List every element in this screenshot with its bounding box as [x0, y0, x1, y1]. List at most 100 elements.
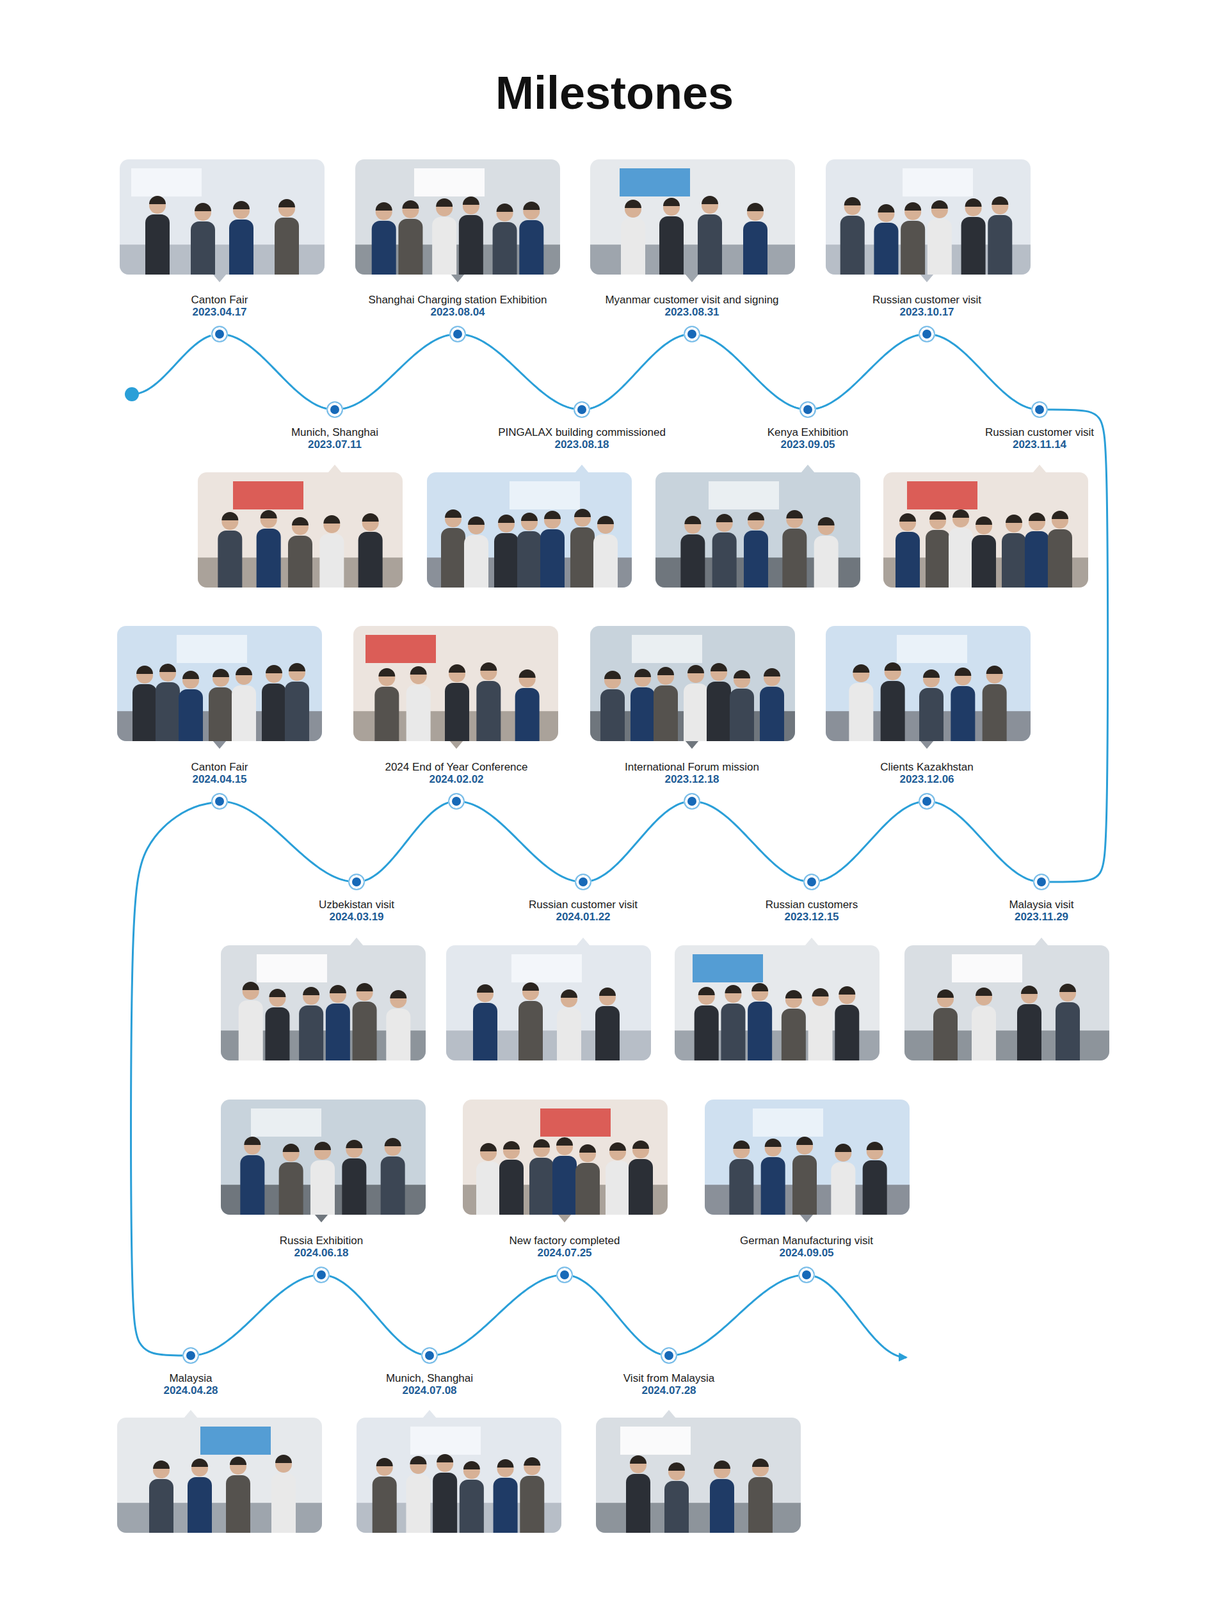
person-body — [352, 1001, 378, 1061]
person-hair — [467, 516, 485, 525]
photo-pointer — [684, 740, 699, 749]
person-body — [552, 1156, 577, 1215]
person-hair — [235, 666, 253, 676]
person-hair — [684, 515, 701, 525]
milestone-dot: Myanmar customer visit and signing2023.0… — [683, 325, 701, 343]
milestone-date: 2023.09.05 — [780, 438, 835, 452]
person-hair — [556, 1137, 573, 1146]
person-body — [895, 531, 920, 588]
photo-panel — [902, 168, 973, 197]
timeline-segment — [199, 1275, 314, 1355]
photo-panel — [250, 1108, 322, 1137]
photo-content — [356, 1417, 562, 1534]
milestone-label: International Forum mission — [624, 761, 760, 774]
person-body — [476, 1161, 501, 1215]
timeline-segment — [131, 802, 212, 1356]
person-hair — [975, 987, 993, 997]
person-body — [971, 535, 997, 588]
photo-pointer — [1034, 937, 1049, 947]
person-body — [190, 221, 216, 275]
person-hair — [952, 509, 970, 518]
milestone-date: 2024.06.18 — [293, 1246, 349, 1260]
person-body — [925, 530, 950, 588]
milestone-date: 2023.11.14 — [1012, 438, 1067, 452]
person-body — [380, 1156, 406, 1215]
milestone-date: 2023.12.06 — [899, 773, 954, 787]
photo — [462, 1099, 668, 1279]
photo-content — [446, 945, 651, 1061]
person-hair — [356, 983, 374, 992]
photo-panel — [951, 954, 1023, 983]
person-hair — [401, 200, 419, 209]
milestone-date: 2023.08.04 — [430, 305, 485, 319]
milestone-label: Myanmar customer visit and signing — [604, 293, 779, 307]
person-body — [840, 215, 865, 275]
photo-content — [220, 1099, 426, 1215]
photo-panel — [131, 168, 202, 197]
person-body — [880, 681, 906, 742]
milestone-label: Uzbekistan visit — [318, 898, 395, 912]
person-hair — [314, 1141, 331, 1151]
person-body — [720, 1003, 746, 1061]
person-hair — [329, 985, 347, 994]
person-hair — [136, 665, 153, 675]
person-hair — [260, 510, 278, 519]
photo — [220, 937, 426, 1125]
person-hair — [1051, 510, 1069, 520]
person-hair — [476, 984, 494, 993]
person-body — [630, 687, 655, 742]
person-hair — [389, 990, 407, 999]
timeline-segment — [700, 335, 800, 410]
person-body — [680, 534, 705, 588]
photo-content — [117, 626, 322, 742]
person-body — [694, 1005, 719, 1061]
milestone-date: 2024.07.08 — [401, 1384, 457, 1398]
person-hair — [152, 1460, 170, 1470]
person-body — [310, 1160, 335, 1215]
person-body — [517, 531, 542, 588]
timeline-segment — [590, 335, 684, 409]
milestone-dot: New factory completed2024.07.25 — [556, 1266, 573, 1284]
milestone-label: Shanghai Charging station Exhibition — [368, 293, 548, 307]
photo-pointer — [327, 464, 342, 474]
milestone-label: Clients Kazakhstan — [880, 761, 974, 774]
person-hair — [818, 517, 835, 526]
person-body — [919, 688, 944, 742]
person-body — [600, 689, 625, 742]
photo-pointer — [449, 740, 464, 749]
photo-pointer — [183, 1410, 198, 1419]
person-hair — [275, 1454, 292, 1464]
person-body — [319, 533, 344, 588]
milestone-label: New factory completed — [509, 1234, 621, 1248]
person-body — [240, 1155, 265, 1215]
person-body — [814, 535, 839, 588]
person-hair — [268, 988, 286, 998]
timeline-segment — [465, 335, 574, 410]
photo — [356, 1410, 562, 1596]
person-body — [398, 218, 423, 275]
person-hair — [522, 982, 539, 991]
person-body — [743, 530, 769, 588]
person-hair — [191, 1458, 209, 1468]
person-hair — [852, 664, 870, 673]
person-hair — [991, 196, 1009, 205]
milestone-dot: Russian customer visit2024.01.22 — [574, 873, 592, 891]
person-body — [709, 1479, 735, 1534]
person-hair — [1028, 512, 1046, 522]
person-hair — [751, 983, 769, 992]
photo-content — [904, 945, 1110, 1061]
photo-content — [883, 472, 1089, 588]
person-body — [1024, 531, 1050, 588]
person-hair — [1005, 514, 1023, 523]
photo-panel — [540, 1108, 611, 1137]
milestone-dot: Malaysia visit2023.11.29 — [1033, 873, 1050, 891]
person-hair — [975, 516, 993, 525]
person-body — [231, 685, 257, 742]
milestone-dot: Malaysia2024.04.28 — [182, 1347, 200, 1365]
person-hair — [624, 199, 642, 209]
timeline-segment — [364, 802, 449, 881]
person-hair — [345, 1140, 363, 1149]
person-body — [747, 1001, 772, 1061]
photo-pointer — [349, 937, 364, 947]
person-body — [155, 682, 180, 742]
